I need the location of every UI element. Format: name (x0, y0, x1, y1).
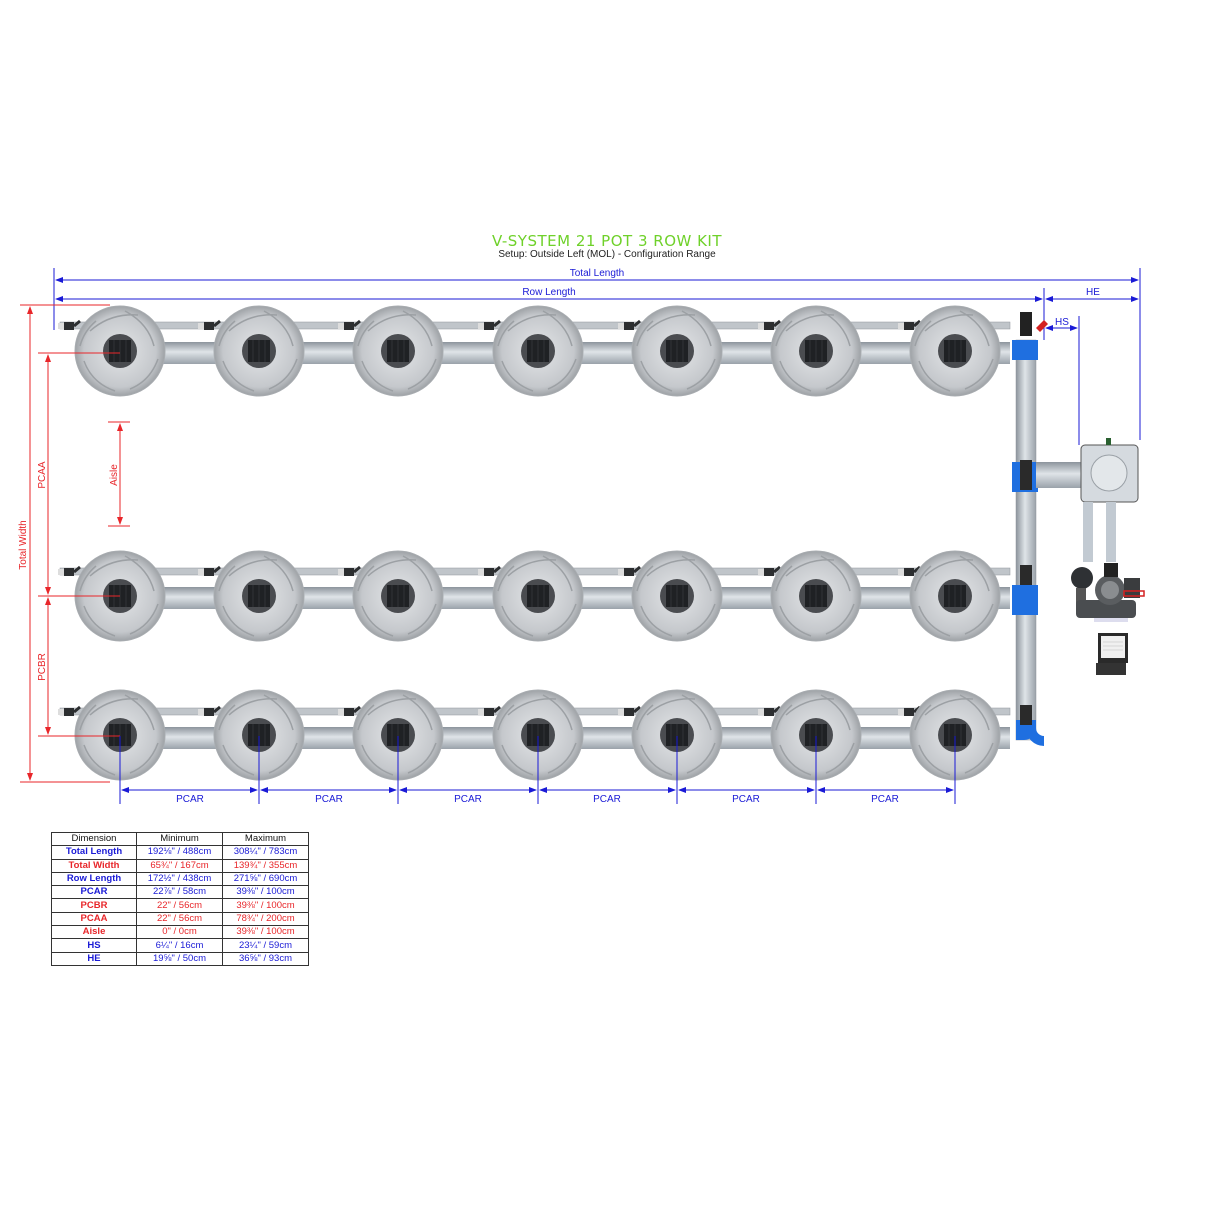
aisle-dimension: Aisle (108, 421, 130, 527)
pot (631, 305, 723, 397)
table-row: PCBR 22" / 56cm 39⅜" / 100cm (51, 898, 309, 913)
dimension-min: 22" / 56cm (136, 898, 223, 913)
dimension-max: 139¾" / 355cm (222, 858, 309, 873)
header-dimension: Dimension (51, 831, 137, 847)
table-row: Row Length 172½" / 438cm 271⅝" / 690cm (51, 871, 309, 887)
pcaa-label: PCAA (37, 461, 48, 489)
hs-dimension: HS (1045, 316, 1080, 445)
dimensions-table: Dimension Minimum Maximum Total Length 1… (51, 831, 309, 966)
pot (770, 305, 862, 397)
table-row: HS 6¼" / 16cm 23¼" / 59cm (51, 938, 309, 953)
pot (213, 305, 305, 397)
dimension-min: 22⅞" / 58cm (136, 885, 223, 900)
dimension-min: 0" / 0cm (136, 925, 223, 940)
hs-label: HS (1055, 317, 1069, 328)
pot (631, 550, 723, 642)
dimension-max: 271⅝" / 690cm (222, 871, 309, 887)
table-row: PCAR 22⅞" / 58cm 39⅜" / 100cm (51, 885, 309, 900)
row-length-dimension: Row Length (55, 287, 1045, 340)
table-row: HE 19⅝" / 50cm 36⅝" / 93cm (51, 951, 309, 966)
dimension-min: 6¼" / 16cm (136, 938, 223, 953)
pot (352, 305, 444, 397)
header-maximum: Maximum (222, 831, 309, 847)
pcar-label: PCAR (315, 794, 343, 805)
table-row: Total Width 65¾" / 167cm 139¾" / 355cm (51, 858, 309, 873)
table-row: Total Length 192⅛" / 488cm 308¼" / 783cm (51, 845, 309, 860)
dimension-min: 19⅝" / 50cm (136, 951, 223, 966)
dimension-name: PCAR (51, 885, 137, 900)
pot (492, 305, 584, 397)
pot (909, 550, 1001, 642)
total-length-dimension: Total Length (53, 268, 1141, 440)
dimension-min: 22" / 56cm (136, 911, 223, 927)
pot-row-3 (56, 689, 1011, 781)
row-length-label: Row Length (522, 287, 575, 298)
diagram-title: V-SYSTEM 21 POT 3 ROW KIT (491, 232, 723, 250)
dimension-max: 23¼" / 59cm (222, 938, 309, 953)
dimension-min: 192⅛" / 488cm (136, 845, 223, 860)
dimension-min: 65¾" / 167cm (136, 858, 223, 873)
pcar-label: PCAR (593, 794, 621, 805)
pot (770, 550, 862, 642)
pot (213, 550, 305, 642)
pcar-label: PCAR (732, 794, 760, 805)
pcar-label: PCAR (176, 794, 204, 805)
pcar-label: PCAR (871, 794, 899, 805)
diagram-subtitle: Setup: Outside Left (MOL) - Configuratio… (498, 249, 716, 260)
dimension-max: 39⅜" / 100cm (222, 885, 309, 900)
pot-center-leaders (38, 352, 120, 737)
pot (74, 305, 166, 397)
pot-row-2 (56, 550, 1011, 642)
pot (909, 305, 1001, 397)
dimension-max: 308¼" / 783cm (222, 845, 309, 860)
pot-row-1 (56, 305, 1011, 397)
dimension-name: Total Length (51, 845, 137, 860)
pcbr-label: PCBR (37, 653, 48, 681)
dimension-name: HS (51, 938, 137, 953)
aisle-label: Aisle (109, 464, 120, 486)
reservoir-tank (1080, 438, 1139, 562)
dimension-max: 36⅝" / 93cm (222, 951, 309, 966)
table-header-row: Dimension Minimum Maximum (51, 831, 309, 847)
dimension-max: 39⅜" / 100cm (222, 925, 309, 940)
dimension-name: PCAA (51, 911, 137, 927)
manifold (1012, 312, 1082, 746)
dimension-name: HE (51, 951, 137, 966)
header-minimum: Minimum (136, 831, 223, 847)
dimension-max: 39⅜" / 100cm (222, 898, 309, 913)
dimension-name: Row Length (51, 871, 137, 887)
pcar-dimensions: PCAR PCAR PCAR PCAR PCAR PCAR (119, 736, 956, 805)
pot (492, 550, 584, 642)
total-length-label: Total Length (570, 268, 625, 279)
table-row: PCAA 22" / 56cm 78¾" / 200cm (51, 911, 309, 927)
he-dimension: HE (1045, 287, 1139, 302)
pump-assembly (1071, 563, 1145, 675)
pot (352, 550, 444, 642)
dimension-max: 78¾" / 200cm (222, 911, 309, 927)
pcar-label: PCAR (454, 794, 482, 805)
he-label: HE (1086, 287, 1100, 298)
total-width-dimension: Total Width (18, 304, 110, 783)
dimension-min: 172½" / 438cm (136, 871, 223, 887)
dimension-name: Aisle (51, 925, 137, 940)
dimension-name: PCBR (51, 898, 137, 913)
dimension-name: Total Width (51, 858, 137, 873)
total-width-label: Total Width (18, 520, 29, 569)
table-row: Aisle 0" / 0cm 39⅜" / 100cm (51, 925, 309, 940)
